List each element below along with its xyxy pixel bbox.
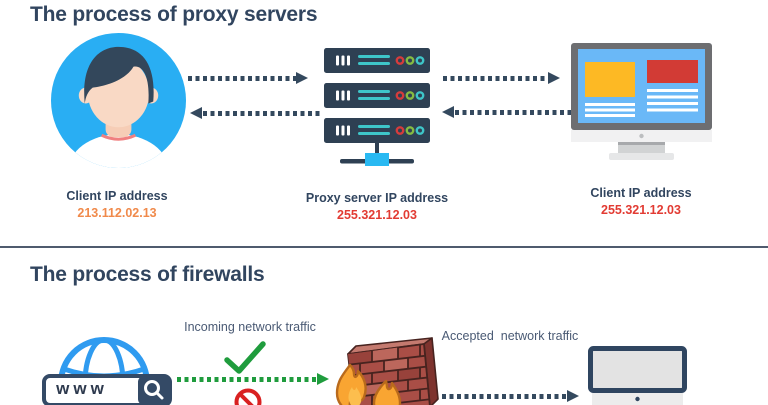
accepted-arrow-head — [567, 389, 579, 402]
arrow-right-dots-client-to-proxy — [188, 76, 296, 81]
arrow-right-head-proxy-to-client2 — [548, 71, 560, 84]
globe-www-icon — [42, 337, 172, 405]
arrow-left-head-client2-to-proxy — [442, 105, 454, 118]
accepted-arrow-dots — [442, 394, 567, 399]
proxy-section-title: The process of proxy servers — [30, 3, 318, 26]
proxy-server-ip: 255.321.12.03 — [337, 208, 417, 222]
client-right-ip: 255.321.12.03 — [601, 203, 681, 217]
incoming-traffic-label: Incoming network traffic — [184, 320, 316, 334]
arrow-left-head-proxy-to-client — [190, 106, 202, 119]
client-avatar-icon — [50, 32, 187, 169]
arrow-left-dots-client2-to-proxy — [455, 110, 573, 115]
firewall-icon — [335, 337, 439, 405]
green-arrow-head — [317, 372, 329, 385]
checkmark-icon — [224, 341, 266, 374]
accepted-traffic-label: Accepted network traffic — [441, 329, 579, 343]
arrow-right-head-client-to-proxy — [296, 71, 308, 84]
client-monitor-icon — [571, 43, 712, 160]
www-label: www — [56, 379, 108, 398]
proxy-server-label: Proxy server IP address — [305, 191, 449, 205]
client-right-label: Client IP address — [590, 186, 692, 200]
section-divider — [0, 246, 768, 248]
green-arrow-dots — [177, 377, 317, 382]
client-left-ip: 213.112.02.13 — [77, 206, 157, 220]
proxy-server-icon — [324, 48, 430, 166]
arrow-right-dots-proxy-to-client2 — [443, 76, 548, 81]
arrow-left-dots-proxy-to-client — [203, 111, 320, 116]
prohibition-icon — [234, 388, 262, 405]
destination-monitor-icon — [588, 346, 687, 405]
firewall-section-title: The process of firewalls — [30, 263, 265, 286]
client-left-label: Client IP address — [66, 189, 168, 203]
